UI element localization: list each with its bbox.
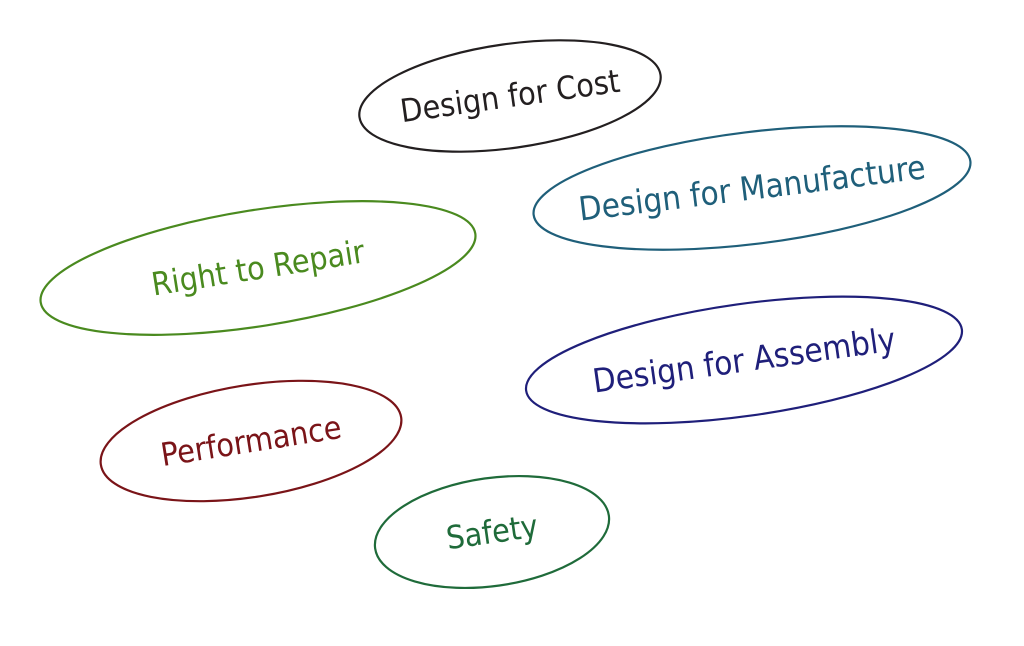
bubble-label: Right to Repair (149, 232, 367, 303)
bubble-outline (99, 379, 403, 503)
bubble-safety: Safety (373, 474, 611, 590)
bubble-outline (532, 125, 972, 251)
bubble-label: Safety (444, 507, 540, 557)
bubble-outline (373, 474, 611, 590)
bubble-label: Design for Manufacture (577, 147, 928, 228)
bubble-outline (524, 295, 964, 425)
bubble-right-to-repair: Right to Repair (39, 200, 477, 336)
bubble-design-for-assembly: Design for Assembly (524, 295, 964, 425)
bubble-label: Design for Cost (398, 62, 622, 130)
bubble-outline (39, 200, 477, 336)
bubble-label: Design for Assembly (590, 319, 898, 400)
bubble-label: Performance (158, 408, 344, 474)
bubble-design-for-cost: Design for Cost (358, 39, 662, 153)
bubble-performance: Performance (99, 379, 403, 503)
